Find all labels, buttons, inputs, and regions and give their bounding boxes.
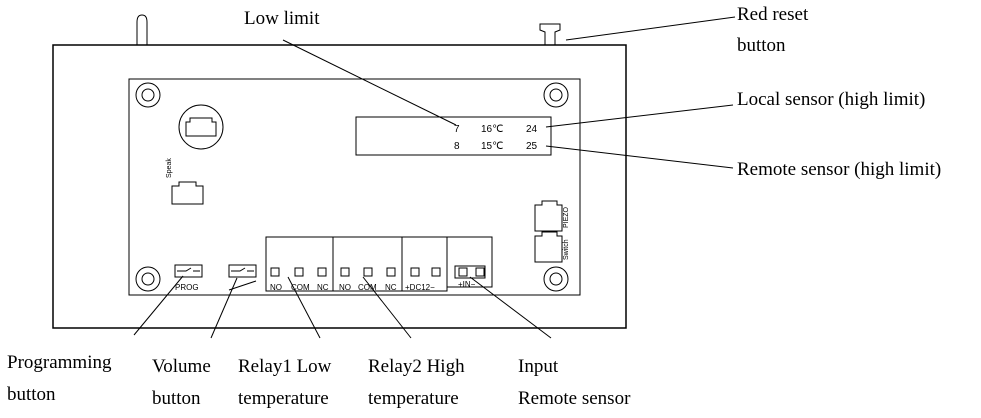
dc12-label: +DC12− [405, 283, 435, 292]
display-panel: 7 16℃ 24 8 15℃ 25 [355, 116, 552, 156]
switch-connector: Switch [534, 231, 570, 263]
volume-button [228, 264, 257, 291]
input-callout-label: Input [518, 356, 559, 377]
relay1-no-label: NO [270, 283, 282, 292]
display-row2-low: 8 [454, 141, 460, 152]
red-reset-button [539, 23, 561, 46]
dc12-terminal-block: +DC12− [401, 236, 448, 292]
programming-label: Programming [7, 352, 112, 373]
piezo-label: PIEZO [563, 206, 570, 228]
antenna [136, 14, 148, 45]
relay2-com-label: COM [358, 283, 377, 292]
input-terminal-block: +IN− [446, 236, 493, 289]
mounting-hole-bottom-right [543, 266, 569, 292]
remote-sensor-label: Remote sensor (high limit) [737, 159, 941, 180]
piezo-connector: PIEZO [534, 200, 570, 232]
relay1-label: Relay1 Low [238, 356, 332, 377]
low-limit-label: Low limit [244, 8, 320, 29]
speak-connector: Speak [166, 158, 204, 205]
red-reset-label-2: button [737, 35, 786, 56]
red-reset-label: Red reset [737, 4, 809, 25]
relay2-no-label: NO [339, 283, 351, 292]
speaker-component [178, 104, 224, 150]
relay1-nc-label: NC [317, 283, 329, 292]
input-callout-label-2: Remote sensor [518, 388, 631, 409]
relay1-com-label: COM [291, 283, 310, 292]
relay2-label: Relay2 High [368, 356, 465, 377]
mounting-hole-bottom-left [135, 266, 161, 292]
programming-label-2: button [7, 384, 56, 405]
switch-label: Switch [563, 239, 570, 260]
display-row1-high: 24 [526, 124, 538, 135]
mounting-hole-top-right [543, 82, 569, 108]
volume-label-2: button [152, 388, 201, 409]
display-row1-low: 7 [454, 124, 460, 135]
mounting-hole-top-left [135, 82, 161, 108]
leader-lines [133, 16, 736, 339]
callout-labels: Low limit Red reset button Local sensor … [7, 4, 941, 409]
relay1-label-2: temperature [238, 388, 329, 409]
volume-label: Volume [152, 356, 211, 377]
speak-label: Speak [166, 158, 173, 178]
display-row1-temp: 16℃ [481, 124, 503, 135]
circuit-board [128, 78, 581, 296]
display-row2-temp: 15℃ [481, 141, 503, 152]
relay1-terminal-block: NO COM NC [265, 236, 334, 292]
programming-button: PROG [174, 264, 203, 292]
relay2-label-2: temperature [368, 388, 459, 409]
relay2-nc-label: NC [385, 283, 397, 292]
input-label: +IN− [458, 280, 476, 289]
relay2-terminal-block: NO COM NC [332, 236, 403, 292]
display-row2-high: 25 [526, 141, 538, 152]
local-sensor-label: Local sensor (high limit) [737, 89, 925, 110]
prog-label: PROG [175, 283, 199, 292]
enclosure [52, 44, 627, 329]
